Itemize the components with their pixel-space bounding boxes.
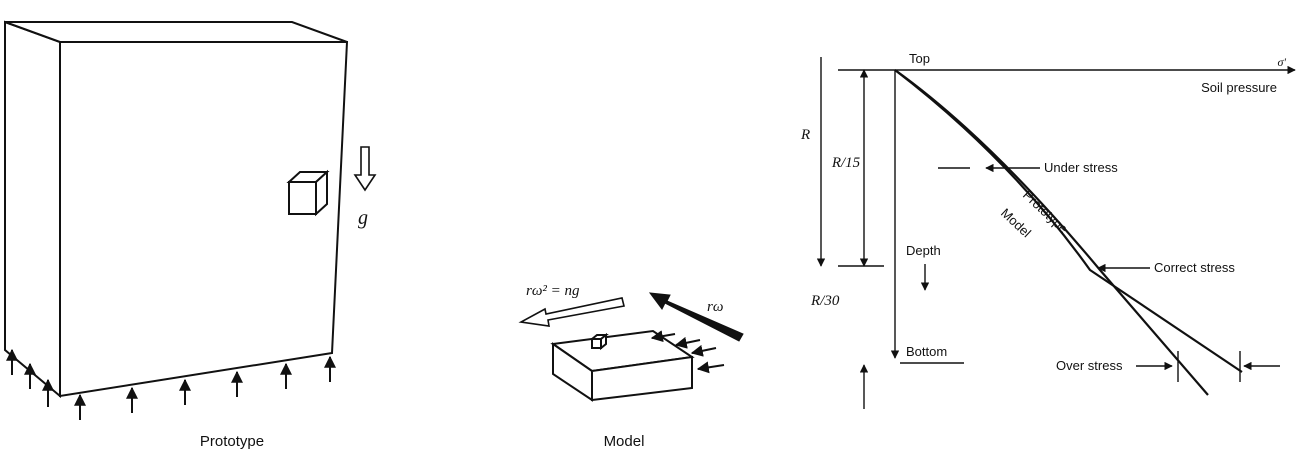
sigma-label: σ': [1278, 55, 1287, 69]
gravity-arrow-icon: [353, 146, 377, 192]
prototype-caption: Prototype: [200, 433, 264, 450]
model-panel: rω² = ng rω Model: [518, 283, 744, 450]
load-arrow-icon: [690, 344, 717, 357]
load-arrow-icon: [650, 330, 676, 343]
load-arrow-icon: [696, 361, 725, 374]
centrifugal-arrow-icon: [518, 297, 625, 327]
prototype-block: [4, 20, 349, 399]
stress-profile-panel: Under stress Correct stress Over stress …: [800, 51, 1296, 409]
prototype-curve: [894, 69, 1243, 373]
centrifugal-acceleration-label: rω² = ng: [526, 283, 580, 299]
top-label: Top: [909, 51, 930, 66]
under-stress-label: Under stress: [1044, 160, 1118, 175]
correct-stress-label: Correct stress: [1154, 260, 1235, 275]
gravity-label: g: [358, 207, 368, 229]
soil-pressure-label: Soil pressure: [1201, 80, 1277, 95]
r30-label: R/30: [810, 293, 840, 309]
model-caption: Model: [604, 433, 645, 450]
model-element-cube: [589, 332, 609, 351]
support-pressure-arrows: [5, 348, 336, 420]
model-box: [550, 329, 695, 402]
model-load-arrows: [650, 330, 725, 374]
load-arrow-icon: [674, 336, 701, 349]
r-label: R: [800, 127, 810, 143]
prototype-panel: g Prototype: [4, 20, 377, 450]
prototype-element-cube: [286, 169, 330, 217]
bottom-label: Bottom: [906, 344, 947, 359]
rotation-arrow-icon: [648, 292, 744, 342]
over-stress-label: Over stress: [1056, 358, 1123, 373]
r15-label: R/15: [831, 155, 861, 171]
depth-label: Depth: [906, 243, 941, 258]
rotation-label: rω: [707, 299, 723, 315]
model-curve-label: Model: [998, 205, 1034, 240]
